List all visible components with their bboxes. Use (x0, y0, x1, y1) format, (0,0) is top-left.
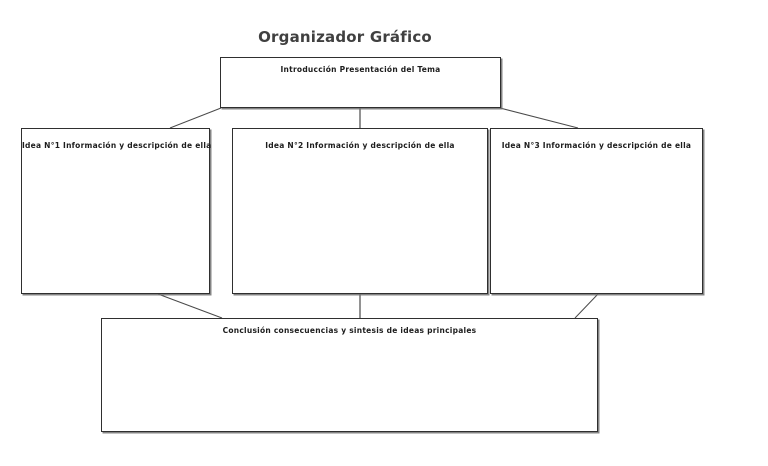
node-idea-2[interactable]: Idea N°2 Información y descripción de el… (232, 128, 488, 294)
connector-intro-to-idea3 (499, 107, 579, 129)
connector-idea1-to-conclusion (157, 293, 223, 319)
node-idea-3-label: Idea N°3 Información y descripción de el… (501, 141, 692, 150)
node-conclusion[interactable]: Conclusión consecuencias y sintesis de i… (101, 318, 598, 432)
node-introduccion[interactable]: Introducción Presentación del Tema (220, 57, 501, 108)
node-idea-2-label: Idea N°2 Información y descripción de el… (265, 141, 455, 150)
connector-idea3-to-conclusion (574, 293, 599, 319)
node-idea-3[interactable]: Idea N°3 Información y descripción de el… (490, 128, 703, 294)
node-conclusion-label: Conclusión consecuencias y sintesis de i… (222, 326, 477, 335)
connector-intro-to-idea1 (169, 107, 222, 129)
page-title: Organizador Gráfico (258, 28, 432, 46)
node-introduccion-label: Introducción Presentación del Tema (280, 65, 441, 74)
node-idea-1[interactable]: Idea N°1 Información y descripción de el… (21, 128, 212, 294)
node-idea-1-label: Idea N°1 Información y descripción de el… (22, 141, 212, 150)
